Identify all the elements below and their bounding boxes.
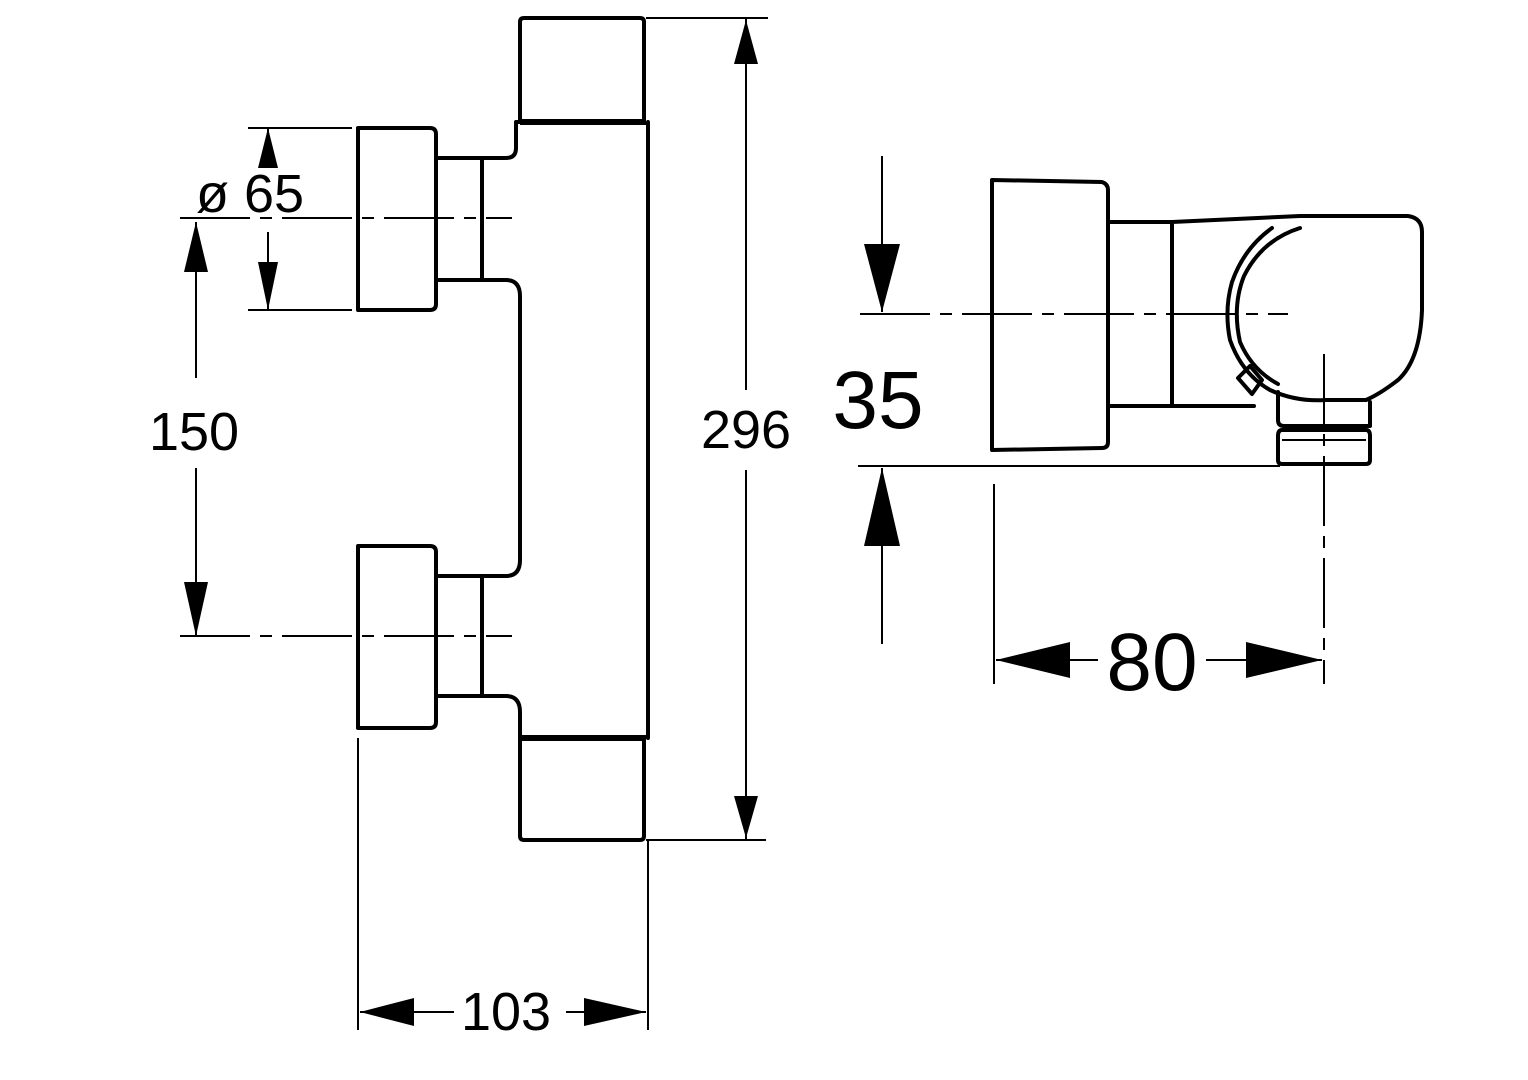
wall-flange [990,178,1110,452]
inlet-spacing-label: 150 [149,402,239,462]
dimension-wall-offset: 35 [832,156,1280,644]
depth-label: 80 [1106,617,1197,708]
body-width-label: 103 [461,982,551,1042]
side-view [860,178,1424,684]
thermostat-knob [1225,226,1368,403]
dimension-inlet-spacing: 150 [149,222,239,636]
lower-connector [356,544,484,730]
dimension-body-width: 103 [357,738,649,1042]
front-view [180,16,650,842]
safety-button [1236,364,1264,396]
upper-connector [356,126,484,312]
dimension-overall-height: 296 [646,17,791,841]
mixer-body [480,120,650,740]
top-cap [518,16,646,124]
outlet-nut [1276,390,1372,466]
dimension-diameter: ø 65 [196,127,352,311]
side-body [1170,214,1424,408]
bottom-cap [518,736,646,842]
diameter-label: ø 65 [196,164,304,224]
overall-height-label: 296 [701,400,791,460]
dimension-depth: 80 [993,484,1322,708]
neck [1106,220,1174,408]
wall-offset-label: 35 [832,355,923,446]
